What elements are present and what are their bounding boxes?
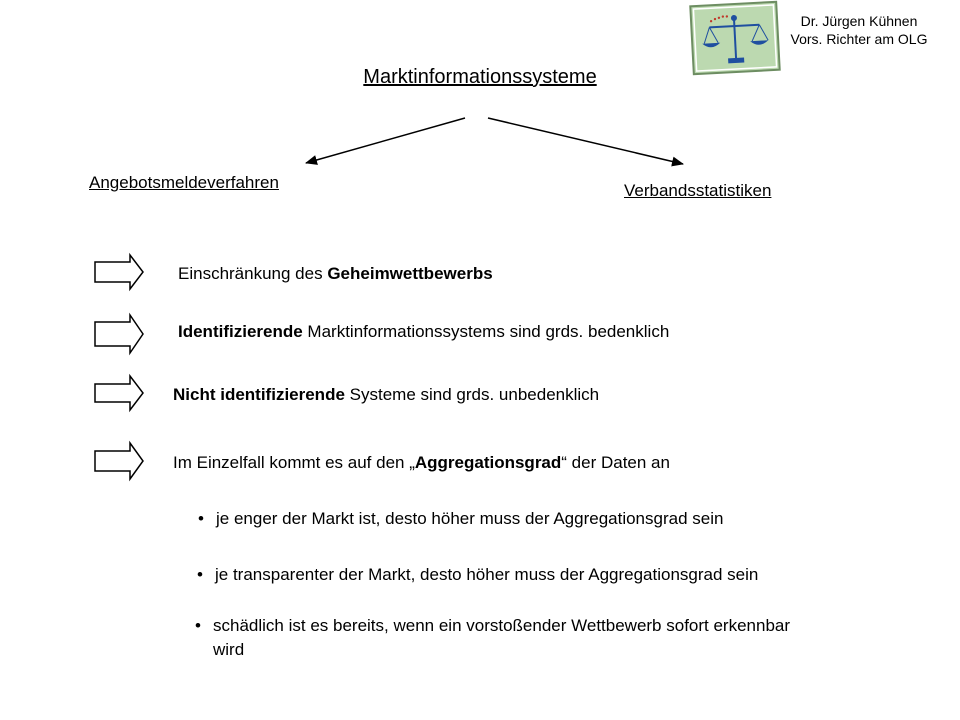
point-emphasis: Nicht identifizierende [173, 385, 345, 404]
bullet-symbol: • [198, 509, 204, 528]
point-identifizierende: Identifizierende Marktinformationssystem… [178, 322, 669, 342]
block-arrow-icon [94, 252, 144, 292]
author-block: Dr. Jürgen Kühnen Vors. Richter am OLG [770, 12, 948, 48]
point-emphasis: Geheimwettbewerbs [327, 264, 493, 283]
bullet-symbol: • [195, 616, 201, 635]
bullet-text-continuation: wird [213, 640, 245, 659]
author-role: Vors. Richter am OLG [790, 31, 928, 47]
bullet-item: • je enger der Markt ist, desto höher mus… [198, 509, 723, 529]
bullet-item: • schädlich ist es bereits, wenn ein vors… [195, 614, 955, 662]
point-geheimwettbewerb: Einschränkung des Geheimwettbewerbs [178, 264, 493, 284]
block-arrow-icon [94, 373, 144, 413]
branch-verbandsstatistiken: Verbandsstatistiken [624, 181, 772, 200]
author-name: Dr. Jürgen Kühnen [800, 13, 918, 29]
bullet-item: • je transparenter der Markt, desto höher… [197, 565, 758, 585]
page-title: Marktinformationssysteme [363, 66, 597, 88]
point-text: Einschränkung des [178, 264, 328, 283]
point-aggregationsgrad: Im Einzelfall kommt es auf den „Aggregat… [173, 453, 670, 473]
arrow-to-left-branch [305, 117, 466, 165]
bullet-text: je transparenter der Markt, desto höher … [215, 565, 759, 584]
point-nicht-identifizierende: Nicht identifizierende Systeme sind grds… [173, 385, 599, 405]
block-arrow-icon [94, 440, 144, 482]
stars-icon [709, 15, 729, 23]
scales-of-justice-icon [689, 0, 781, 76]
point-text: Marktinformationssystems sind grds. bede… [302, 322, 670, 341]
point-emphasis: Identifizierende [178, 322, 303, 341]
point-text: Systeme sind grds. unbedenklich [344, 385, 600, 404]
branch-angebotsmeldeverfahren: Angebotsmeldeverfahren [89, 173, 279, 192]
point-text: “ der Daten an [561, 453, 670, 472]
point-text: Im Einzelfall kommt es auf den „ [173, 453, 415, 472]
arrow-to-right-branch [487, 117, 684, 167]
point-emphasis: Aggregationsgrad [414, 453, 562, 472]
bullet-text: schädlich ist es bereits, wenn ein vorst… [213, 616, 791, 635]
bullet-text: je enger der Markt ist, desto höher muss… [216, 509, 724, 528]
bullet-symbol: • [197, 565, 203, 584]
block-arrow-icon [94, 312, 144, 356]
